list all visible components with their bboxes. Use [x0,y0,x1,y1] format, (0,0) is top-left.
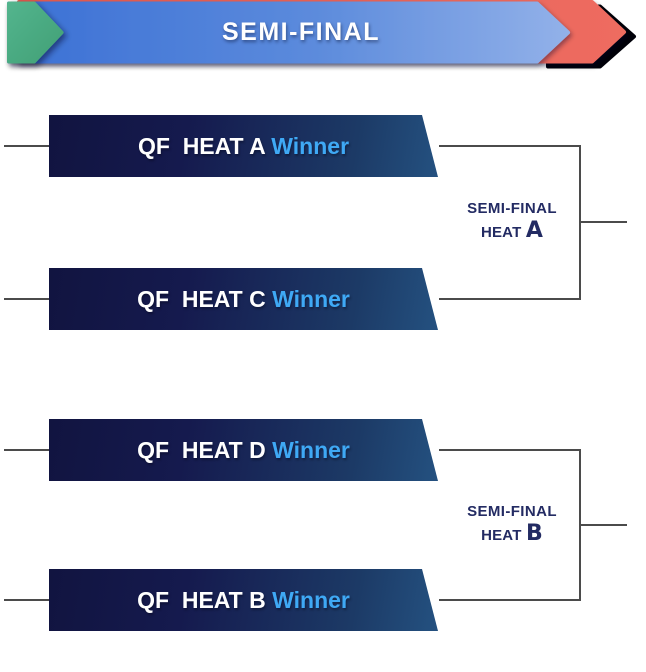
bar-team-label: QF HEAT B [137,586,273,613]
bar-winner-label: Winner [272,586,350,613]
bar-qf-heat-a-winner: QF HEAT A Winner [49,115,438,177]
label-line2: HEAT A [447,220,577,242]
groupA-bottom-left-stub [4,298,49,300]
label-heat-word: HEAT [480,224,526,241]
groupB-output-stub [581,524,627,526]
banner-title: SEMI-FINAL [221,18,381,46]
groupB-top-connector [439,449,581,451]
bar-qf-heat-b-winner: QF HEAT B Winner [49,569,438,631]
label-heat-letter: A [525,218,544,243]
label-line1: SEMI-FINAL [467,200,557,217]
bar-winner-label: Winner [272,436,350,463]
label-heat-letter: B [525,521,543,546]
groupB-top-left-stub [4,449,49,451]
bar-team-label: QF HEAT C [137,285,273,312]
groupB-bottom-left-stub [4,599,49,601]
groupA-bottom-connector [439,298,581,300]
banner-arrow-graphic [7,0,636,69]
groupA-top-connector [439,145,581,147]
bar-qf-heat-c-winner: QF HEAT C Winner [49,268,438,330]
semi-final-banner: SEMI-FINAL [0,0,646,80]
groupB-vertical-connector [579,449,581,601]
label-line2: HEAT B [447,523,577,545]
bar-qf-heat-d-winner: QF HEAT D Winner [49,419,438,481]
label-semi-final-heat-b: SEMI-FINAL HEAT B [447,504,577,545]
groupA-top-left-stub [4,145,49,147]
bar-winner-label: Winner [272,285,350,312]
groupB-bottom-connector [439,599,581,601]
bar-team-label: QF HEAT A [137,132,272,159]
label-semi-final-heat-a: SEMI-FINAL HEAT A [447,201,577,242]
label-heat-word: HEAT [481,527,526,544]
bar-team-label: QF HEAT D [137,436,273,463]
groupA-output-stub [581,221,627,223]
bar-winner-label: Winner [271,132,350,159]
banner-green-arrow [7,1,64,64]
label-line1: SEMI-FINAL [467,503,557,520]
groupA-vertical-connector [579,145,581,300]
